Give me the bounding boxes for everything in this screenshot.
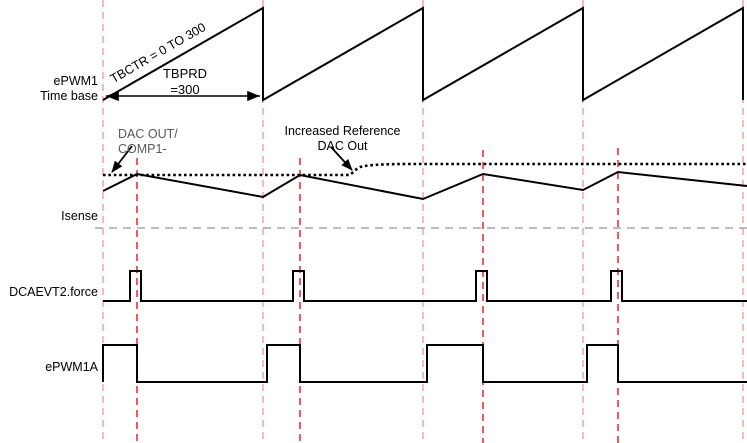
dac-out-reference-line <box>103 162 747 177</box>
row-label-isense: Isense <box>61 209 98 223</box>
increased-ref-pointer-arrow <box>330 146 353 171</box>
dcaevt2-force-waveform <box>103 270 747 302</box>
timebase-sawtooth <box>102 6 744 102</box>
dac-out-pointer-arrow <box>111 145 133 173</box>
annotation-dac-out-comp1: DAC OUT/ COMP1- <box>118 127 178 156</box>
annotation-tbprd-value: TBPRD =300 <box>162 66 208 97</box>
row-label-epwm1a: ePWM1A <box>45 360 98 374</box>
row-label-dcaevt2-force: DCAEVT2.force <box>9 285 98 299</box>
annotation-increased-reference-dac-out: Increased Reference DAC Out <box>284 124 401 153</box>
row-label-epwm1-timebase: ePWM1 Time base <box>40 74 98 103</box>
epwm1a-waveform <box>102 344 747 383</box>
trip-event-lines <box>136 148 619 443</box>
isense-waveform <box>102 170 747 201</box>
